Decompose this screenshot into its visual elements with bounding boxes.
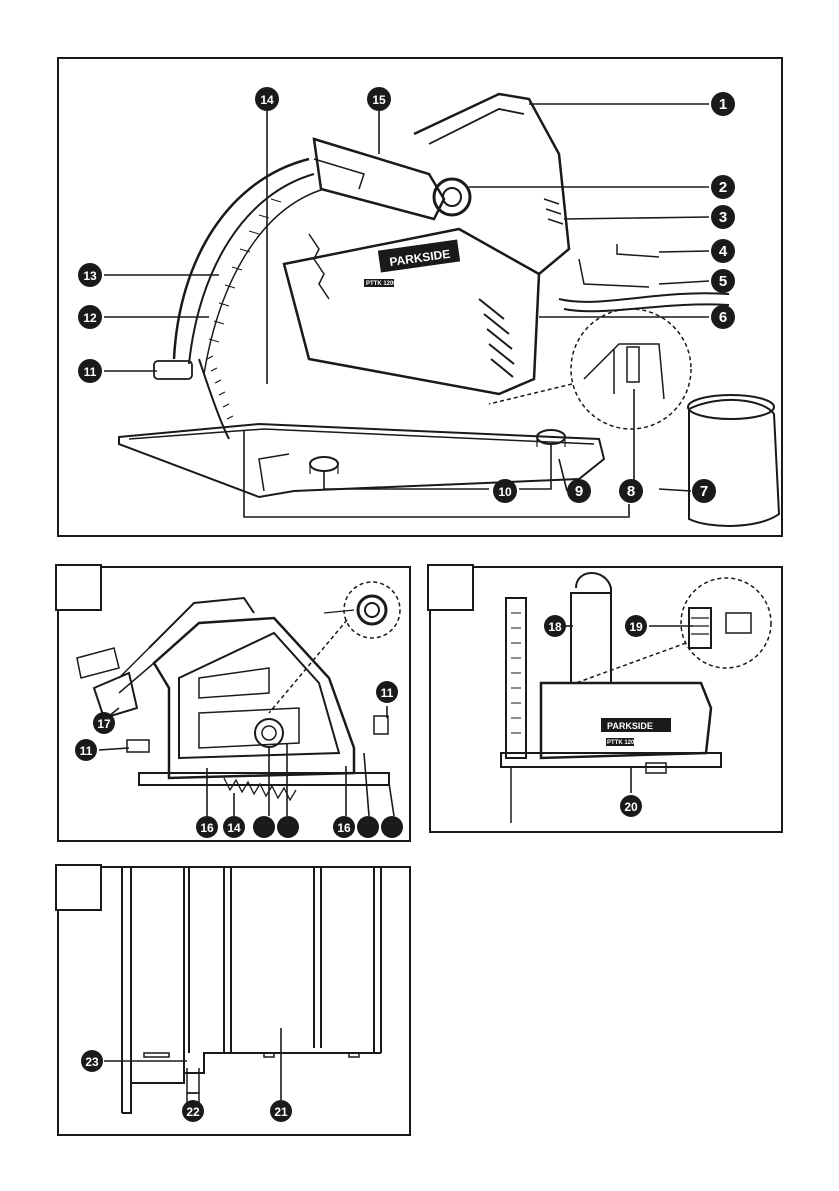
svg-text:11: 11 [84, 365, 97, 379]
svg-text:18: 18 [548, 620, 562, 634]
callout-3: 3 [711, 205, 735, 229]
svg-text:2: 2 [719, 179, 727, 196]
callout-11: 11 [78, 359, 102, 383]
callout-b-16-left: 16 [196, 816, 218, 838]
callout-12: 12 [78, 305, 102, 329]
svg-text:15: 15 [372, 93, 386, 107]
svg-text:16: 16 [200, 821, 214, 835]
callout-8: 8 [619, 479, 643, 503]
svg-text:22: 22 [186, 1105, 200, 1119]
callout-d-23: 23 [81, 1050, 103, 1072]
svg-text:16: 16 [337, 821, 351, 835]
svg-text:12: 12 [83, 311, 97, 325]
svg-text:9: 9 [575, 483, 583, 500]
svg-text:11: 11 [80, 744, 93, 758]
figure-c-tab [427, 564, 474, 611]
callout-4: 4 [711, 239, 735, 263]
callout-b-blank-2 [277, 816, 299, 838]
detail-zoom-circle [571, 309, 691, 429]
callout-6: 6 [711, 305, 735, 329]
callout-10: 10 [493, 479, 517, 503]
callout-c-20: 20 [620, 795, 642, 817]
callout-5: 5 [711, 269, 735, 293]
callout-15: 15 [367, 87, 391, 111]
figure-c-panel: PARKSIDE PTTK 1200 18 19 20 [429, 566, 783, 833]
handle-front [571, 593, 611, 683]
figure-d-tab [55, 864, 102, 911]
callout-13: 13 [78, 263, 102, 287]
svg-text:19: 19 [629, 620, 643, 634]
svg-text:17: 17 [97, 717, 111, 731]
bevel-lock-knob [154, 361, 192, 379]
svg-text:3: 3 [719, 209, 727, 226]
blade-flange [255, 719, 283, 747]
svg-text:6: 6 [719, 309, 727, 326]
svg-text:14: 14 [227, 821, 241, 835]
parallel-guide [579, 259, 649, 287]
svg-text:20: 20 [624, 800, 638, 814]
svg-text:10: 10 [498, 485, 512, 499]
svg-text:5: 5 [719, 273, 727, 290]
clamp-screw [187, 1068, 199, 1093]
figure-c-drawing: PARKSIDE PTTK 1200 18 19 20 [431, 568, 781, 831]
allen-key [617, 244, 659, 257]
svg-text:13: 13 [83, 269, 97, 283]
svg-text:14: 14 [260, 93, 274, 107]
callout-b-14: 14 [223, 816, 245, 838]
svg-text:23: 23 [85, 1055, 99, 1069]
callout-1: 1 [711, 92, 735, 116]
power-cable [559, 293, 729, 302]
callout-b-16-right: 16 [333, 816, 355, 838]
figure-b-tab [55, 564, 102, 611]
callout-7: 7 [692, 479, 716, 503]
callout-b-17: 17 [93, 712, 115, 734]
callout-b-blank-4 [381, 816, 403, 838]
svg-text:8: 8 [627, 483, 635, 500]
handle-knob [434, 179, 470, 215]
svg-text:4: 4 [719, 243, 728, 260]
callout-b-blank-3 [357, 816, 379, 838]
figure-a-panel: PARKSIDE PTTK 1200 1 2 3 4 5 6 7 8 [57, 57, 783, 537]
svg-text:21: 21 [274, 1105, 288, 1119]
callout-14: 14 [255, 87, 279, 111]
callout-9: 9 [567, 479, 591, 503]
callout-b-11-right: 11 [376, 681, 398, 703]
parallel-guide-scale [506, 598, 526, 758]
callout-b-blank-1 [253, 816, 275, 838]
callout-c-18: 18 [544, 615, 566, 637]
callout-d-22: 22 [182, 1100, 204, 1122]
figure-d-drawing: 23 22 21 [59, 868, 409, 1134]
figure-d-panel: 23 22 21 [57, 866, 411, 1136]
figure-b-panel: 17 11 11 16 14 16 [57, 566, 411, 842]
svg-text:7: 7 [700, 483, 708, 500]
svg-text:11: 11 [381, 686, 394, 700]
model-label: PTTK 1200 [366, 281, 397, 287]
depth-knob-left [310, 457, 338, 471]
figure-a-drawing: PARKSIDE PTTK 1200 1 2 3 4 5 6 7 8 [59, 59, 781, 535]
svg-text:1: 1 [719, 96, 727, 113]
callout-c-19: 19 [625, 615, 647, 637]
callout-2: 2 [711, 175, 735, 199]
callout-b-11-left: 11 [75, 739, 97, 761]
svg-text:PARKSIDE: PARKSIDE [607, 721, 653, 731]
guide-rail [122, 868, 381, 1113]
callout-d-21: 21 [270, 1100, 292, 1122]
figure-b-drawing: 17 11 11 16 14 16 [59, 568, 409, 840]
svg-text:PTTK 1200: PTTK 1200 [607, 740, 638, 746]
